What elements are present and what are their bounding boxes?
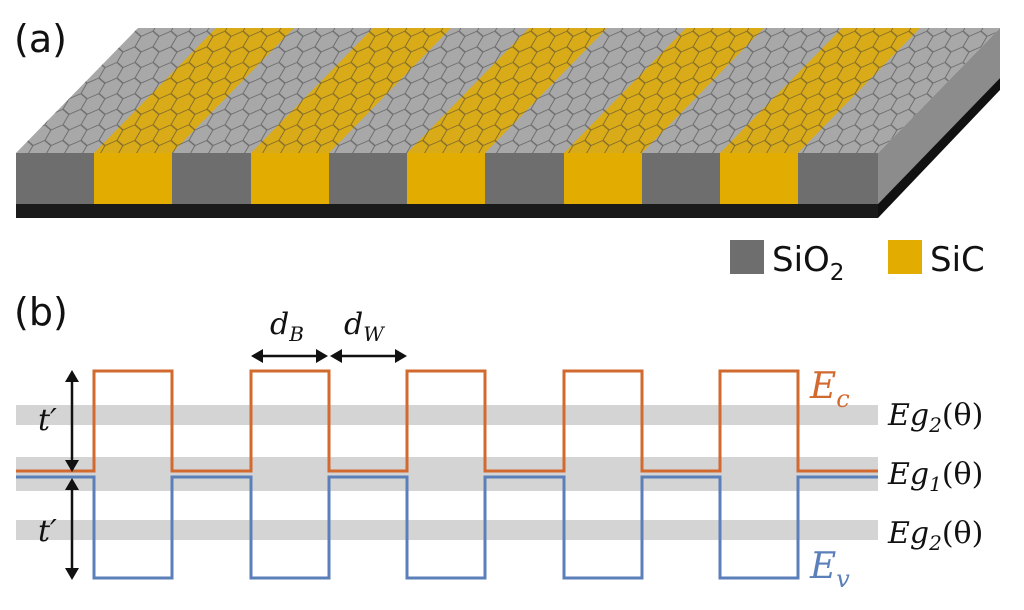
front-sic-block: [720, 153, 798, 204]
substrate-layer: [16, 204, 878, 218]
t-prime-label-bottom: t′: [38, 514, 57, 549]
substrate-side-face: [878, 78, 1000, 218]
t-prime-arrow-top: [65, 370, 79, 472]
Ev-label: Ev: [809, 546, 850, 593]
eg2-lower-label: Eg2(θ): [887, 516, 983, 555]
band-eg2-upper: [16, 405, 878, 425]
legend: SiO2 SiC: [730, 240, 985, 286]
legend-swatch-sic: [888, 240, 922, 274]
valence-band-line: [16, 475, 878, 580]
Ec-label: Ec: [809, 366, 850, 413]
front-sic-block: [407, 153, 485, 204]
dB-arrow: [251, 349, 328, 363]
conduction-band-line: [16, 369, 878, 473]
legend-label-sic: SiC: [930, 240, 985, 280]
band-eg1: [16, 457, 878, 491]
dW-label: dW: [344, 307, 385, 346]
eg1-label: Eg1(θ): [887, 457, 983, 496]
legend-swatch-sio2: [730, 240, 764, 274]
dB-label: dB: [270, 307, 304, 346]
panel-a-label: (a): [14, 17, 67, 61]
band-eg2-lower: [16, 520, 878, 540]
front-sic-blocks: [94, 153, 798, 204]
panel-b-label: (b): [14, 290, 68, 334]
slab-side-face: [878, 28, 1000, 204]
legend-label-sio2: SiO2: [772, 240, 844, 286]
eg2-upper-label: Eg2(θ): [887, 398, 983, 437]
dW-arrow: [330, 349, 407, 363]
t-prime-arrow-bottom: [65, 478, 79, 580]
t-prime-label-top: t′: [38, 403, 57, 438]
graphene-lattice: [16, 28, 1000, 153]
front-sic-block: [251, 153, 329, 204]
front-sic-block: [564, 153, 642, 204]
device-slab: [16, 28, 1000, 218]
front-sic-block: [94, 153, 172, 204]
